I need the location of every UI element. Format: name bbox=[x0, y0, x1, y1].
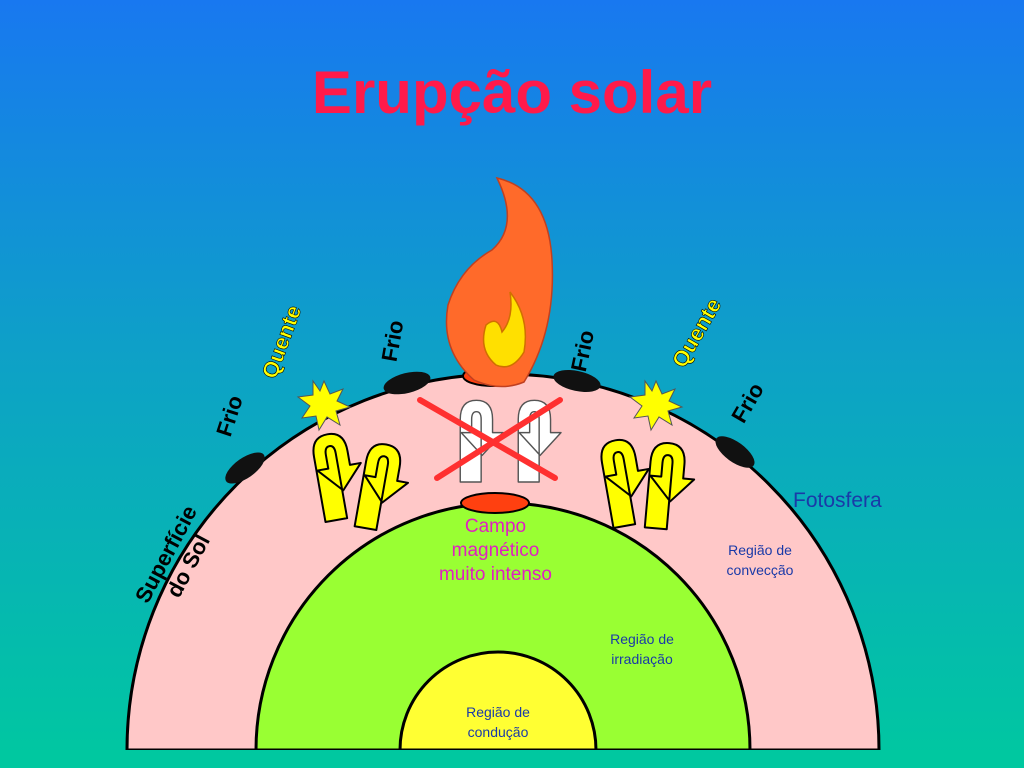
conduction-label-line1: Região de bbox=[466, 704, 530, 720]
sunspot-icon bbox=[225, 452, 265, 484]
explosion-icon bbox=[628, 379, 684, 432]
cross-icon bbox=[417, 397, 563, 481]
convection-region-label: Região de convecção bbox=[700, 540, 820, 580]
magnetic-cap-bottom bbox=[460, 492, 530, 514]
flame-icon bbox=[445, 176, 554, 388]
conduction-zone bbox=[398, 650, 598, 752]
photosphere-label: Fotosfera bbox=[793, 489, 882, 512]
magnetic-label-line1: Campo bbox=[464, 516, 527, 537]
radiation-label-line1: Região de bbox=[610, 631, 674, 647]
page-title: Erupção solar bbox=[311, 59, 713, 126]
sunspot-icon bbox=[715, 436, 755, 468]
explosion-icon bbox=[296, 379, 352, 432]
convection-label-line2: convecção bbox=[726, 562, 794, 578]
convection-label-line1: Região de bbox=[728, 542, 792, 558]
radiation-label-line2: irradiação bbox=[611, 651, 673, 667]
conduction-region-label: Região de condução bbox=[438, 702, 558, 742]
sunspot-icon bbox=[553, 370, 601, 392]
magnetic-label-line3: muito intenso bbox=[438, 564, 552, 585]
radiation-region-label: Região de irradiação bbox=[582, 629, 702, 669]
magnetic-label-line2: magnético bbox=[451, 540, 540, 561]
sunspot-icon bbox=[383, 371, 431, 395]
magnetic-field-label: Campo magnético muito intenso bbox=[413, 515, 578, 587]
conduction-label-line2: condução bbox=[467, 724, 529, 740]
